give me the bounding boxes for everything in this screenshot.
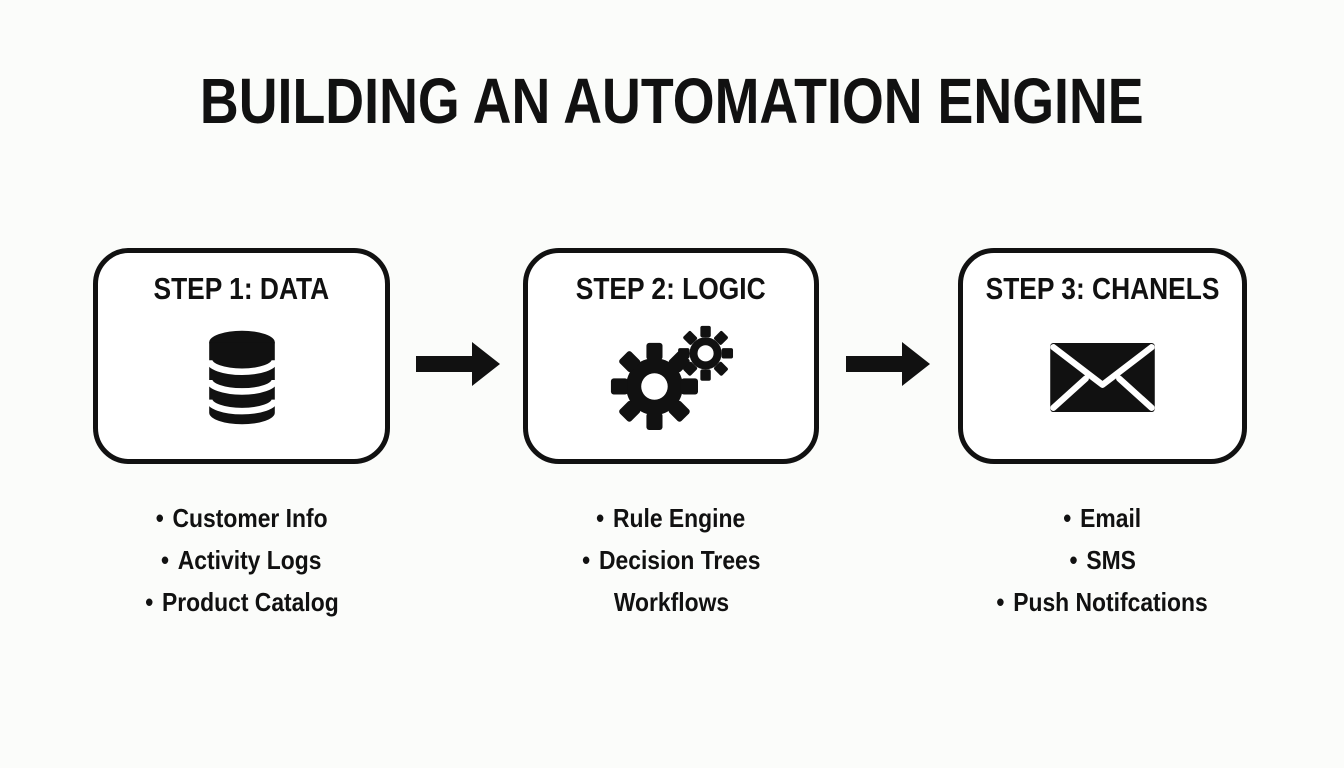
list-item-text: Decision Trees [598, 545, 761, 575]
database-icon [201, 307, 283, 459]
list-item: • Product Catalog [93, 581, 390, 623]
list-item: • Decision Trees [523, 539, 819, 581]
list-item-text: Rule Engine [613, 503, 746, 533]
list-item-text: SMS [1086, 545, 1136, 575]
list-item: • Email [958, 497, 1247, 539]
list-item-text: Customer Info [172, 503, 328, 533]
list-item-text: Product Catalog [161, 587, 339, 617]
list-item-text: Workflows [613, 587, 729, 617]
bullet-dot: • [155, 503, 164, 533]
bullet-dot: • [1063, 503, 1072, 533]
step-3-item-list: •Email •SMS •Push Notifcations [958, 497, 1247, 623]
bullet-dot: • [161, 545, 170, 575]
arrow-right-icon [846, 342, 930, 386]
page-title-text: BUILDING AN AUTOMATION ENGINE [200, 65, 1144, 137]
list-item: • Customer Info [93, 497, 390, 539]
gears-icon [609, 307, 734, 459]
bullet-dot: • [581, 545, 590, 575]
bullet-dot: • [596, 503, 605, 533]
list-item-text: Email [1080, 503, 1142, 533]
list-item-text: Activity Logs [178, 545, 322, 575]
step-2-item-list: • Rule Engine • Decision Trees Workflows [523, 497, 819, 623]
page-title: BUILDING AN AUTOMATION ENGINE [0, 64, 1344, 138]
list-item: • SMS [958, 539, 1247, 581]
bullet-dot: • [1069, 545, 1078, 575]
list-item: • Push Notifcations [958, 581, 1247, 623]
step-3-label: STEP 3: CHANELS [985, 271, 1220, 306]
step-1-label: STEP 1: DATA [153, 271, 330, 306]
list-item: • Rule Engine [523, 497, 819, 539]
step-2-logic-box: STEP 2: LOGIC [523, 248, 819, 464]
step-3-chanels-box: STEP 3: CHANELS [958, 248, 1247, 464]
list-item-text: Push Notifcations [1013, 587, 1209, 617]
step-1-data-box: STEP 1: DATA [93, 248, 390, 464]
bullet-dot: • [996, 587, 1005, 617]
list-item: Workflows [523, 581, 819, 623]
list-item: • Activity Logs [93, 539, 390, 581]
step-1-item-list: •Customer Info •Activity Logs •Product C… [93, 497, 390, 623]
arrow-right-icon [416, 342, 500, 386]
bullet-dot: • [144, 587, 153, 617]
step-2-label: STEP 2: LOGIC [576, 271, 766, 306]
envelope-icon [1050, 307, 1155, 459]
